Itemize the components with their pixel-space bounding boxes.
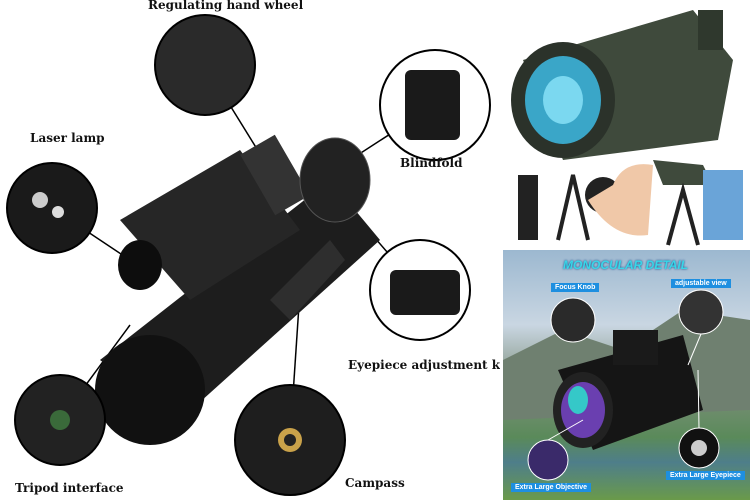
label-blindfold: Blindfold [400, 156, 463, 170]
monocular-body [95, 134, 380, 445]
label-compass: Campass [345, 476, 405, 490]
tag-adjustable-view: adjustable view [671, 279, 731, 288]
hand-wheel-detail [154, 14, 256, 116]
label-tripod: Tripod interface [15, 481, 124, 495]
annotated-monocular-panel: Regulating hand wheel Laser lamp Blindfo… [6, 0, 500, 496]
tag-objective: Extra Large Objective [511, 483, 591, 492]
label-hand-wheel: Regulating hand wheel [148, 0, 304, 12]
label-eyepiece-knob: Eyepiece adjustment knob [348, 358, 500, 372]
green-monocular-kit-photo [503, 0, 750, 246]
laser-lamp-detail [6, 162, 98, 254]
monocular-illustration [6, 14, 491, 496]
monocular-detail-panel: MONOCULAR DETAIL Focus Knob adjustable v… [503, 250, 750, 500]
label-laser-lamp: Laser lamp [30, 131, 105, 145]
detail-title: MONOCULAR DETAIL [563, 258, 689, 272]
tag-eyepiece: Extra Large Eyepiece [666, 471, 745, 480]
tag-focus-knob: Focus Knob [551, 283, 600, 292]
